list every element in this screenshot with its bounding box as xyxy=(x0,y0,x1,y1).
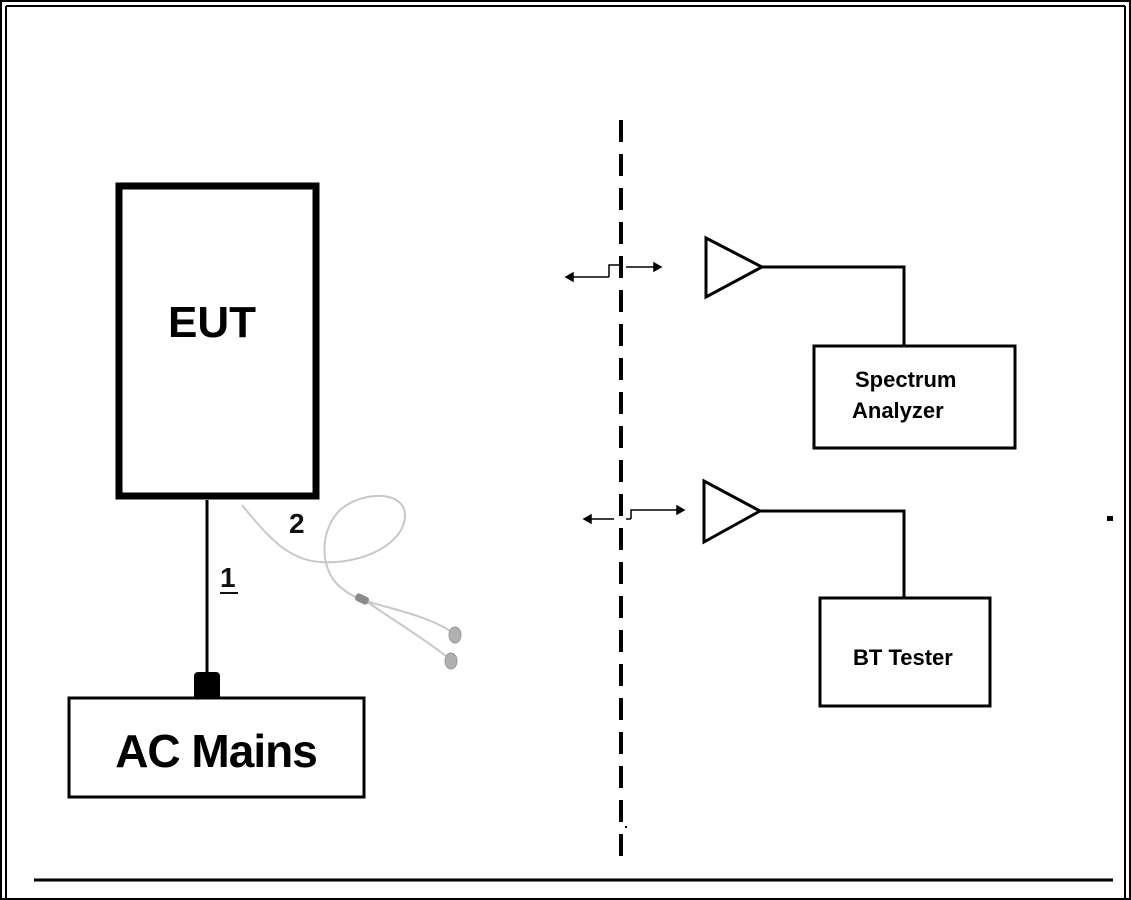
earbud-icon xyxy=(448,626,462,644)
earphone-cable: 2 xyxy=(241,494,462,670)
eut-label: EUT xyxy=(168,298,256,347)
antenna-bottom xyxy=(702,478,906,598)
antenna-icon xyxy=(702,478,764,545)
stray-dot xyxy=(625,826,627,828)
signal-path-arrow-top xyxy=(564,261,663,283)
spectrum-analyzer-label-line2: Analyzer xyxy=(852,398,944,423)
ac-mains-box: AC Mains xyxy=(67,696,366,799)
signal-path-arrow-bottom xyxy=(582,504,686,525)
eut-box: EUT xyxy=(115,182,320,500)
earbud-icon xyxy=(444,652,458,670)
spectrum-analyzer-box: Spectrum Analyzer xyxy=(812,344,1017,450)
power-plug-connector xyxy=(194,672,220,700)
antenna-icon xyxy=(704,235,766,300)
bt-tester-label: BT Tester xyxy=(853,645,953,670)
ac-mains-label: AC Mains xyxy=(115,725,317,777)
power-cable-number: 1 xyxy=(220,562,236,593)
earphone-cable-number: 2 xyxy=(289,508,305,539)
power-cable: 1 xyxy=(194,500,238,700)
bt-tester-box: BT Tester xyxy=(818,596,992,708)
antenna-top xyxy=(704,235,906,346)
stray-mark xyxy=(1107,516,1113,521)
spectrum-analyzer-label-line1: Spectrum xyxy=(855,367,956,392)
earphone-splitter xyxy=(354,593,370,605)
